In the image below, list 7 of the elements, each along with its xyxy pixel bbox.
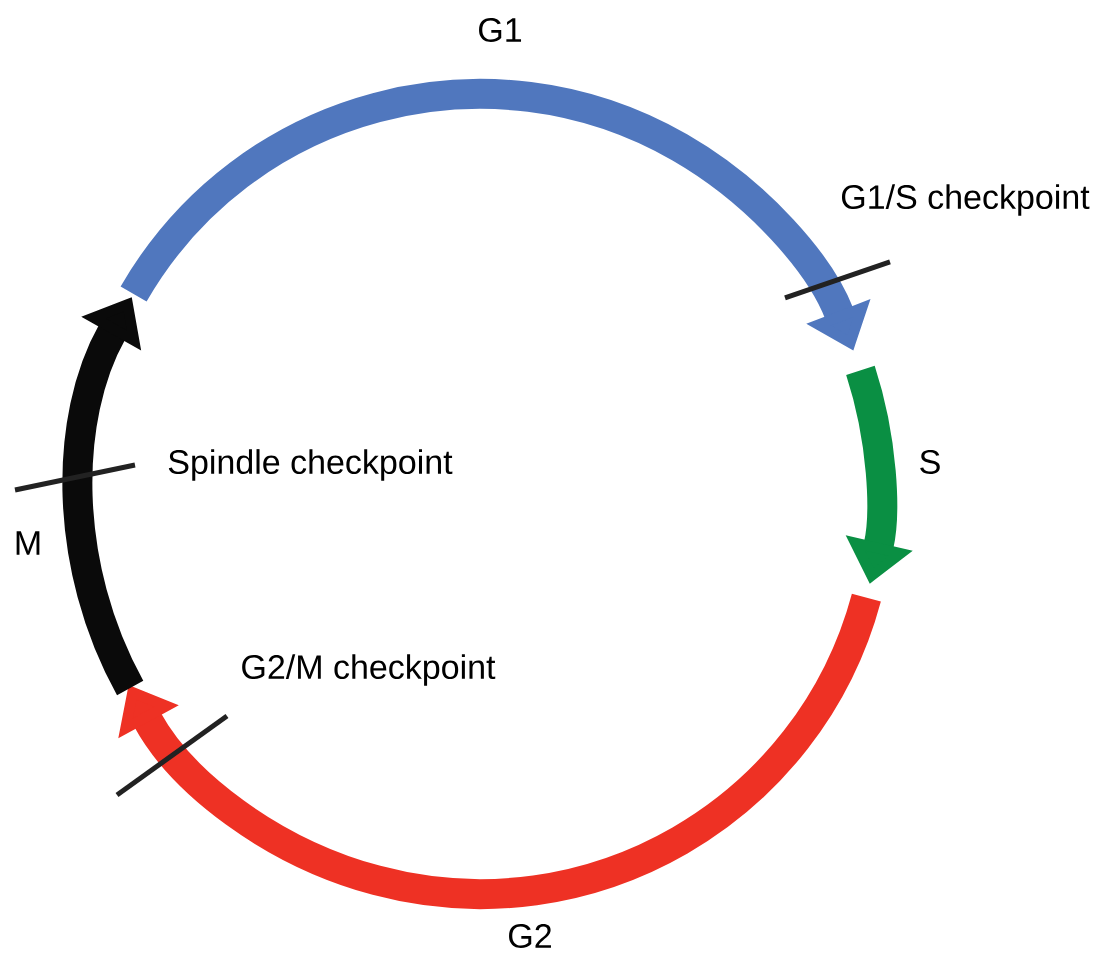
phase-label: G2 [509, 923, 551, 948]
checkpoint-label: Spindle checkpoint [168, 449, 453, 481]
phase-label: M [16, 531, 40, 555]
phase-label: S [920, 449, 940, 474]
checkpoint-label: G2/M checkpoint [242, 654, 496, 686]
phase-label: G1 [479, 17, 522, 42]
checkpoint-label: G1/S checkpoint [842, 184, 1090, 216]
